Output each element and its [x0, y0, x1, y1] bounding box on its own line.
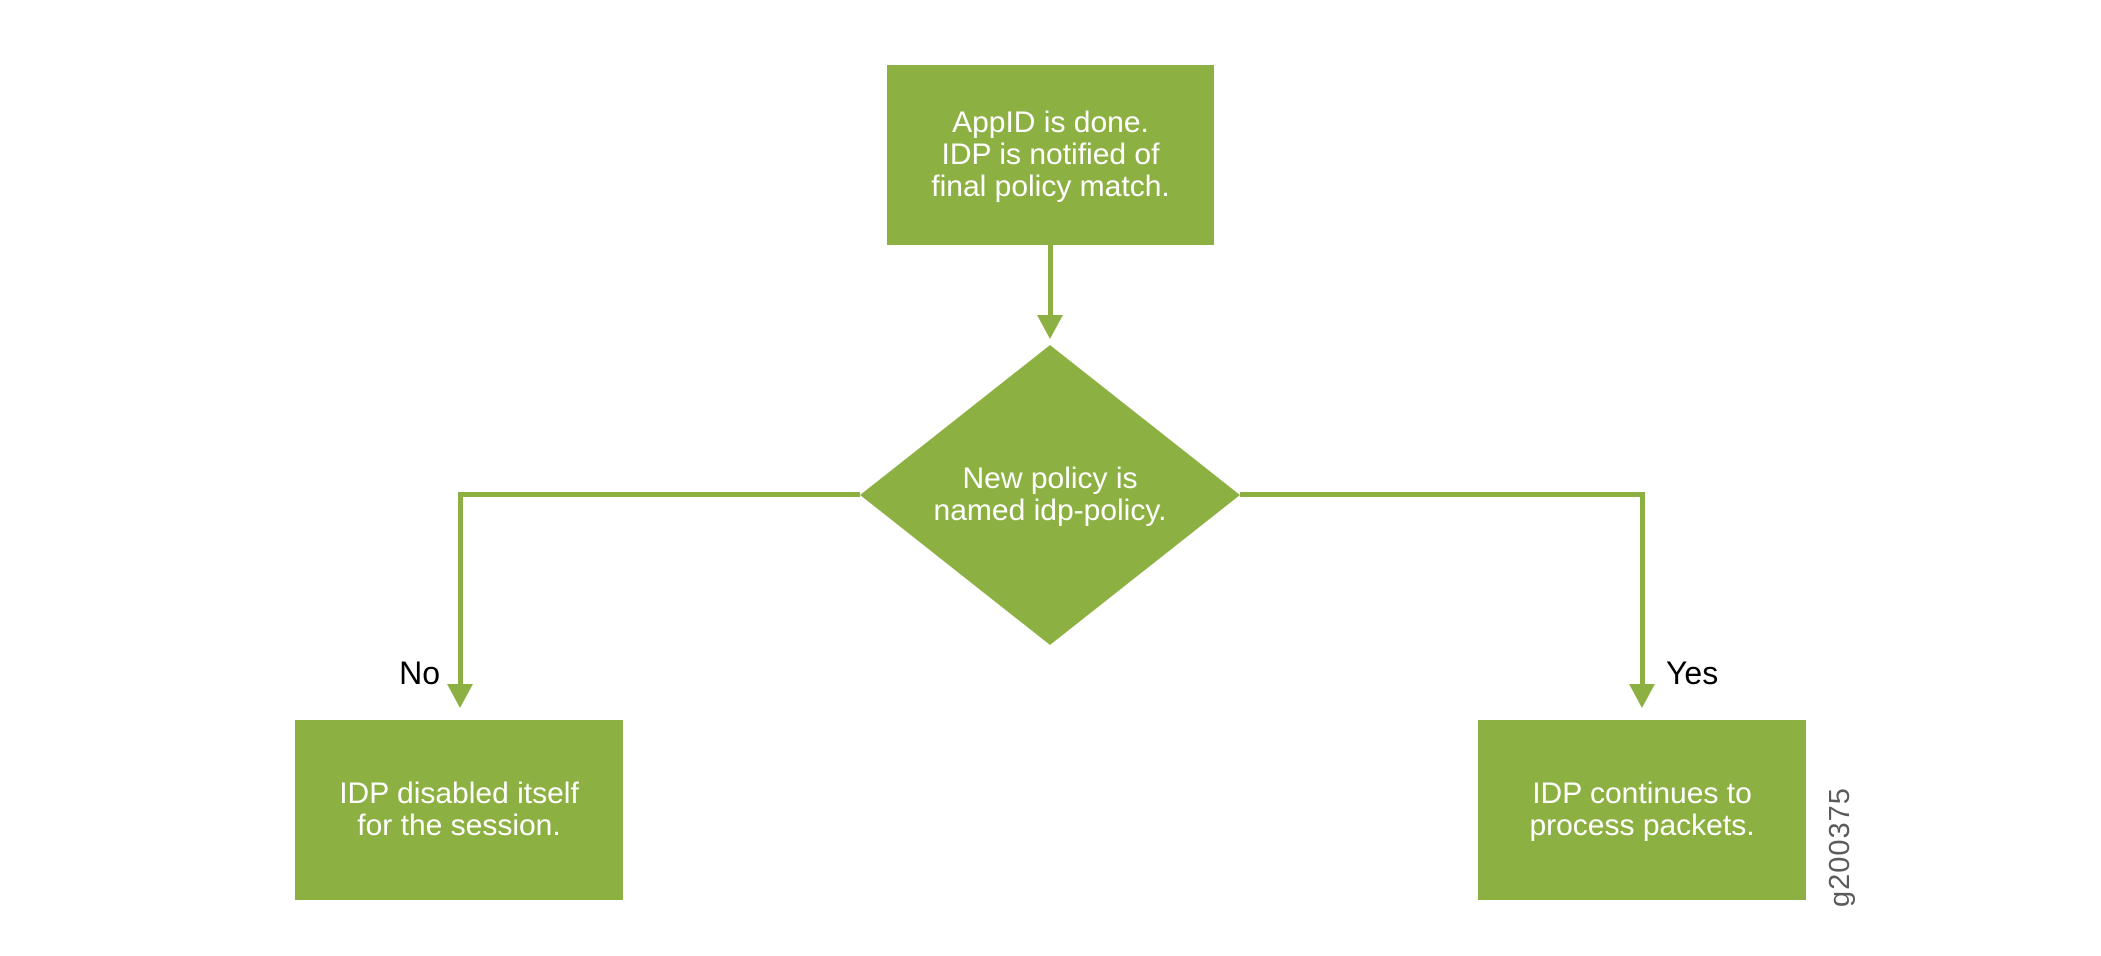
- decision-node: New policy is named idp-policy.: [860, 345, 1240, 645]
- figure-id-label: g200375: [1824, 787, 1856, 907]
- no-branch-label: No: [399, 655, 440, 691]
- connector-start-to-decision: [1048, 245, 1053, 317]
- decision-node-text: New policy is named idp-policy.: [933, 462, 1167, 527]
- start-node: AppID is done. IDP is notified of final …: [887, 65, 1214, 245]
- arrowhead-down-icon: [1037, 315, 1063, 339]
- arrowhead-down-icon: [447, 684, 473, 708]
- start-node-text: AppID is done. IDP is notified of final …: [931, 106, 1170, 203]
- connector-yes-vertical: [1640, 492, 1645, 684]
- connector-no-horizontal: [460, 492, 860, 497]
- arrowhead-down-icon: [1629, 684, 1655, 708]
- connector-yes-horizontal: [1240, 492, 1643, 497]
- yes-branch-label: Yes: [1666, 655, 1719, 691]
- result-node-yes: IDP continues to process packets.: [1478, 720, 1806, 900]
- result-node-no: IDP disabled itself for the session.: [295, 720, 623, 900]
- connector-no-vertical: [458, 492, 463, 684]
- result-node-yes-text: IDP continues to process packets.: [1529, 777, 1755, 842]
- result-node-no-text: IDP disabled itself for the session.: [339, 777, 579, 842]
